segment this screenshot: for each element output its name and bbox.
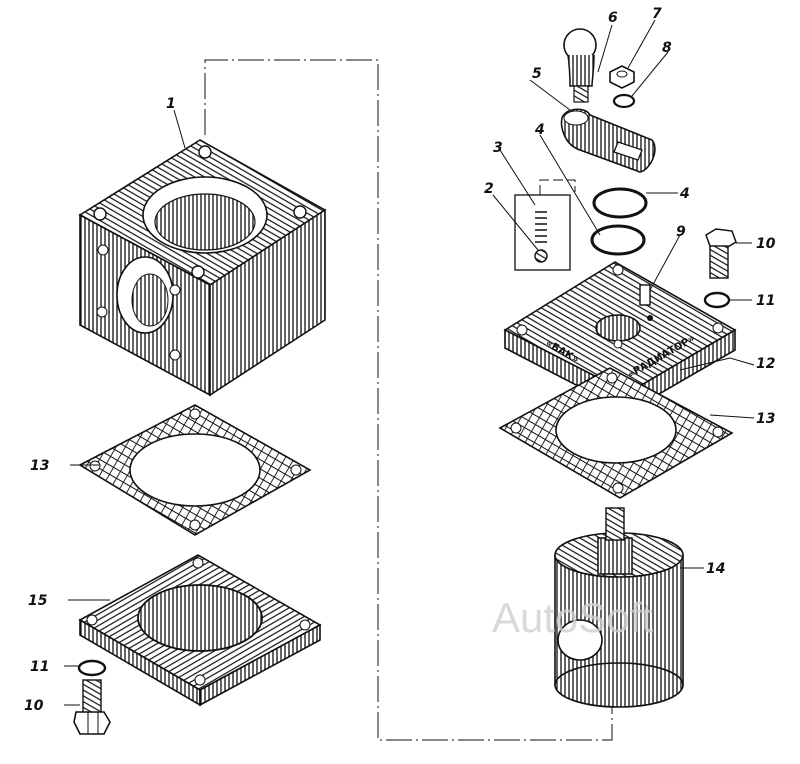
label-9: 9 [676,224,686,240]
label-1: 1 [166,96,176,112]
connector-line [204,59,613,741]
label-5: 5 [532,66,542,82]
washer-left [77,659,107,677]
knob [563,28,597,103]
bolt-left [73,679,111,735]
gasket-right [498,367,734,499]
watermark: AutoSoft [492,594,653,641]
label-14: 14 [706,561,725,577]
label-12: 12 [756,356,775,372]
label-10-left: 10 [24,698,44,714]
o-ring-upper [592,187,648,219]
label-8: 8 [662,40,672,56]
label-11-right: 11 [756,293,775,309]
gasket-left [78,404,312,536]
washer-right [703,291,731,309]
label-11-left: 11 [30,659,49,675]
part-labels: 1 13 15 11 10 5 6 7 8 4 3 2 4 9 10 11 12… [24,6,776,714]
label-13-left: 13 [30,458,49,474]
label-13-right: 13 [756,411,775,427]
label-15: 15 [28,593,48,609]
label-4-upper: 4 [534,122,545,138]
label-7: 7 [652,6,662,22]
nut [609,65,635,89]
o-ring-lower [590,224,646,256]
fitting-cylinder [554,507,684,708]
label-3: 3 [493,140,503,156]
lever [560,108,656,173]
housing-body [78,139,327,397]
washer-small [612,93,636,109]
cover-plate [78,554,322,707]
label-4-right: 4 [679,186,690,202]
label-2: 2 [484,181,494,197]
leader-lines [64,19,755,706]
label-10-right: 10 [756,236,776,252]
label-6: 6 [608,10,618,26]
bolt-right [705,228,737,279]
